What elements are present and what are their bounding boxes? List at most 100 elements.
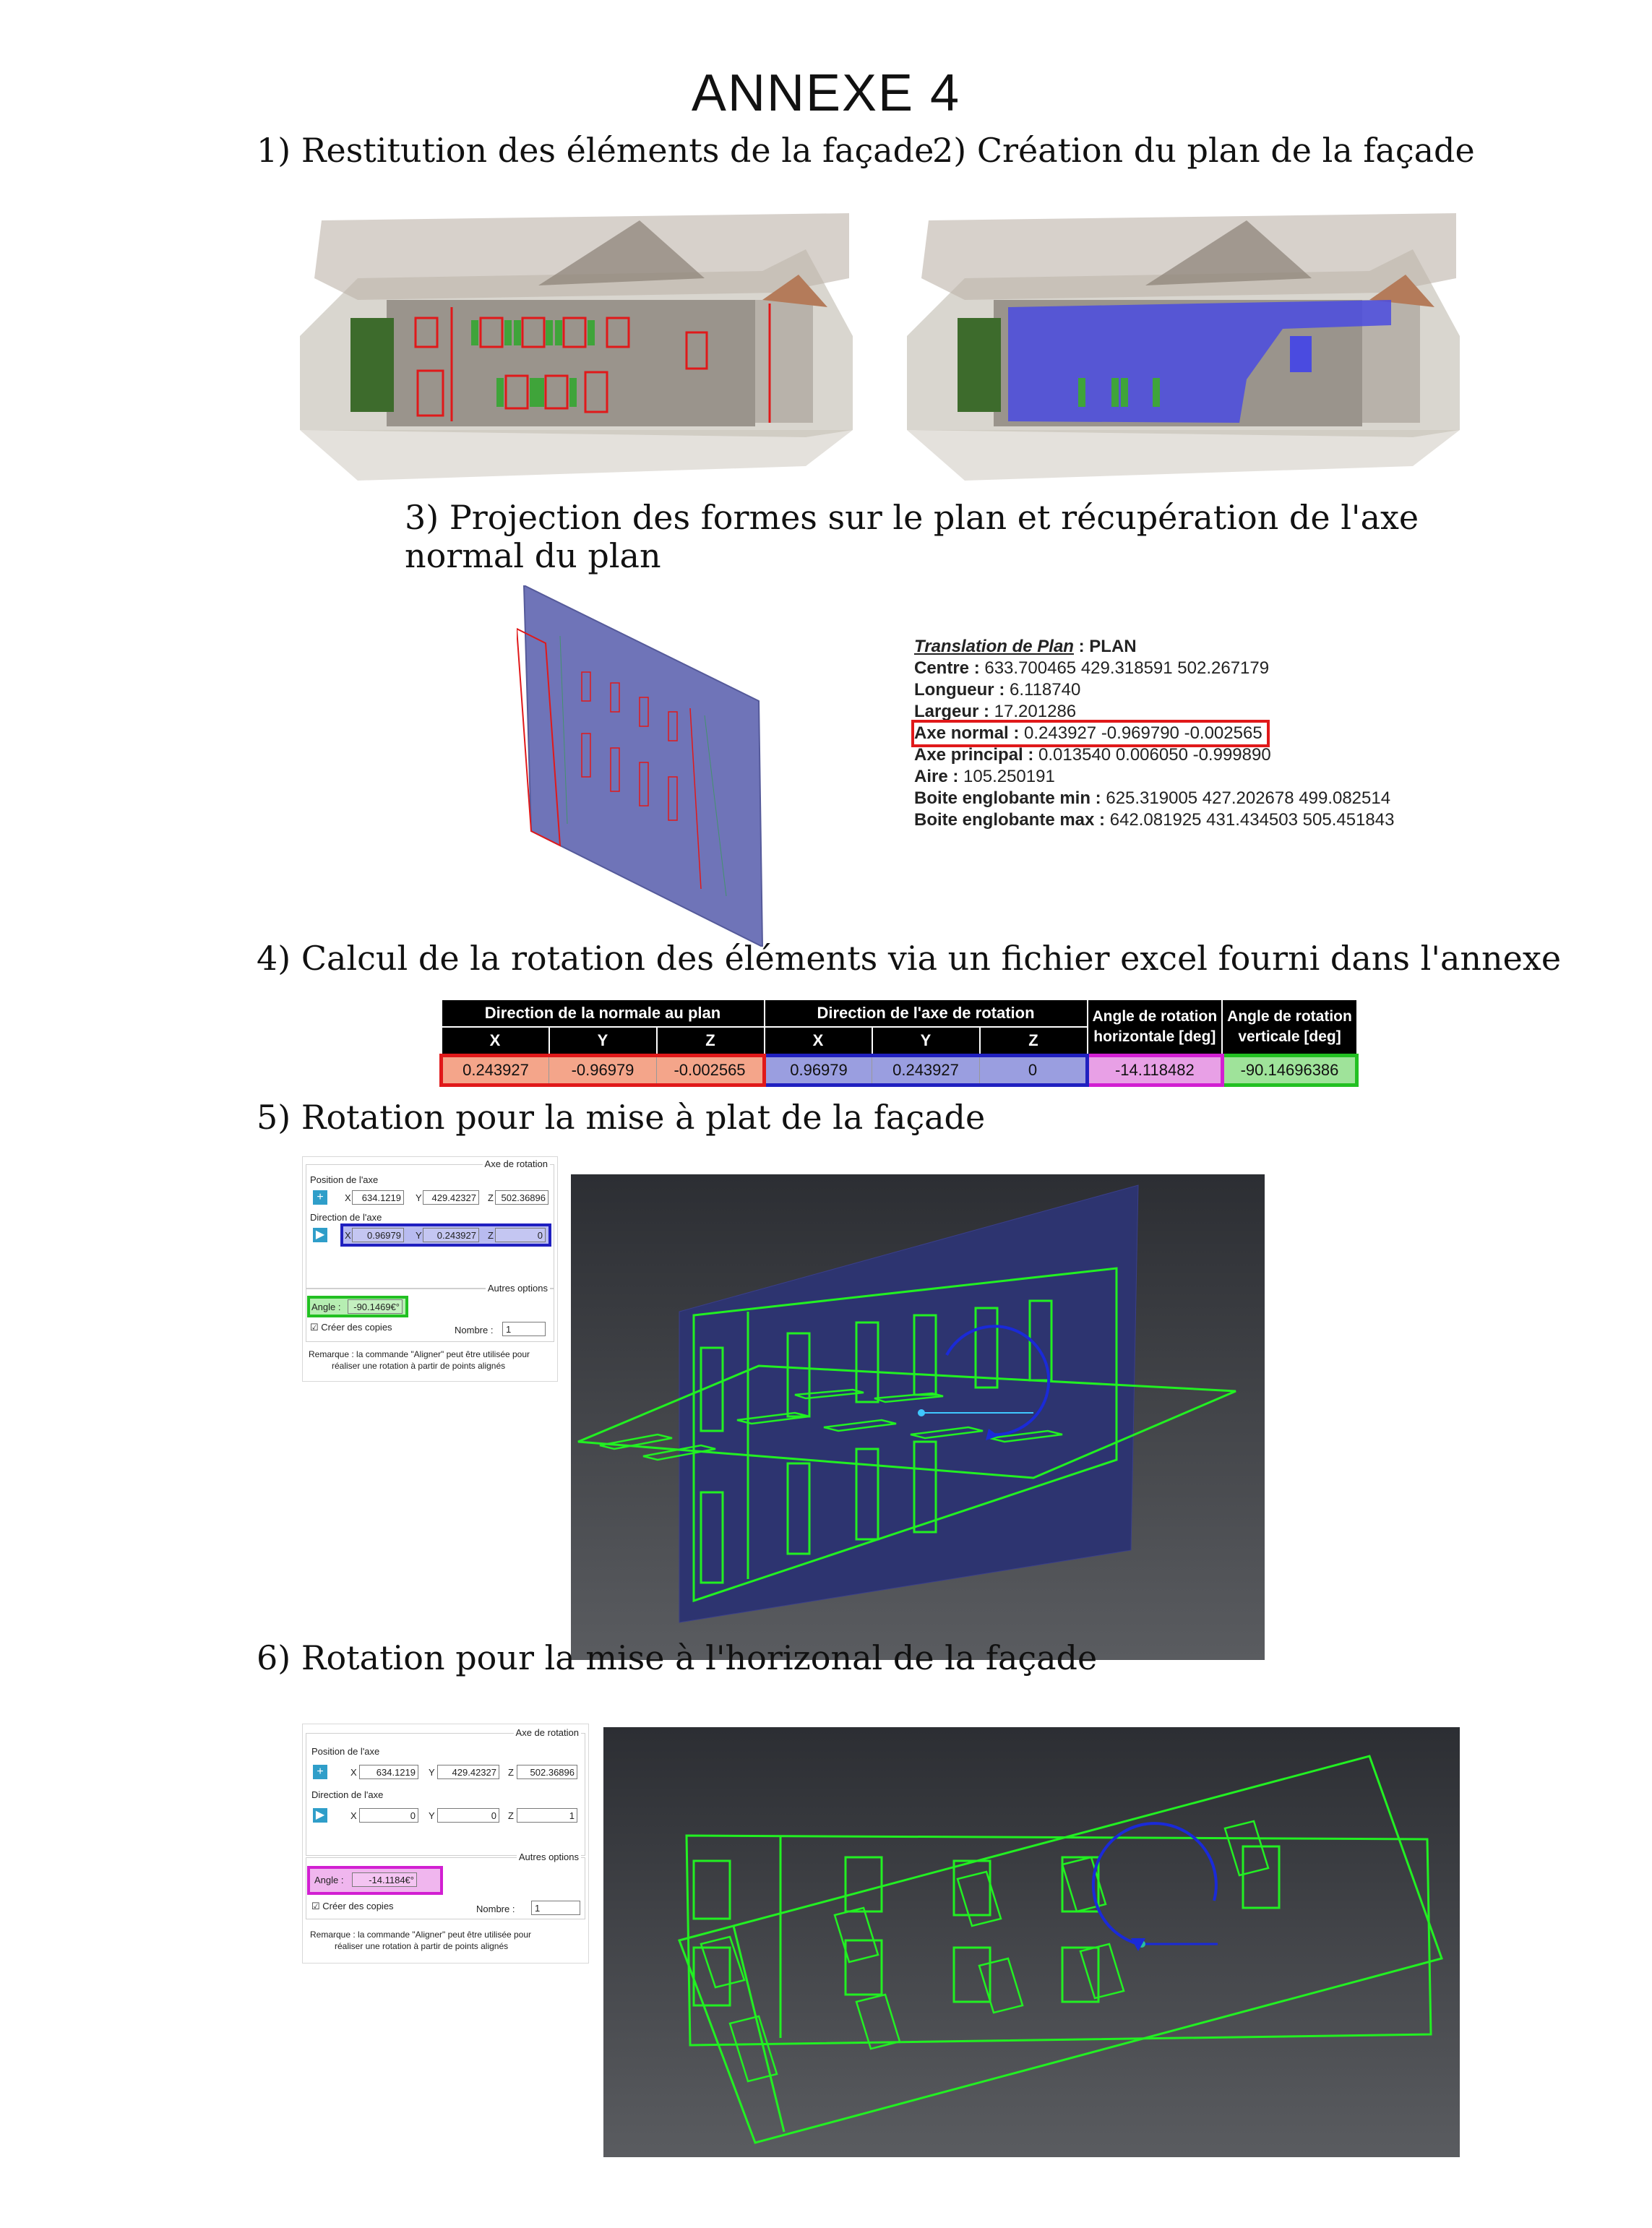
plane-properties-title: Translation de Plan xyxy=(914,637,1074,656)
3d-view-step5 xyxy=(571,1174,1265,1660)
position-label: Position de l'axe xyxy=(311,1746,380,1757)
prop-value: 0.243927 -0.969790 -0.002565 xyxy=(1019,723,1262,743)
angle-field[interactable]: -14.1184€° xyxy=(352,1872,417,1887)
direction-x-field[interactable]: 0.96979 xyxy=(352,1228,404,1242)
remark-line2: réaliser une rotation à partir de points… xyxy=(332,1361,506,1371)
direction-y-field[interactable]: 0.243927 xyxy=(423,1228,479,1242)
axis-group-title: Axe de rotation xyxy=(513,1727,581,1738)
plane-properties-panel: Translation de Plan : PLAN Centre : 633.… xyxy=(911,636,1507,831)
plane-properties-title-suffix: : PLAN xyxy=(1073,637,1137,656)
col-z: Z xyxy=(655,1026,765,1057)
header-normal-direction: Direction de la normale au plan xyxy=(440,999,765,1028)
prop-label: Boite englobante min : xyxy=(914,788,1101,808)
remark-line1: Remarque : la commande "Aligner" peut êt… xyxy=(309,1349,530,1359)
axis-groupbox xyxy=(306,1164,554,1289)
direction-y-field[interactable]: 0 xyxy=(437,1808,499,1823)
plane-prop-bbox-min: Boite englobante min : 625.319005 427.20… xyxy=(914,788,1507,809)
prop-label: Axe principal : xyxy=(914,745,1034,765)
prop-value: 642.081925 431.434503 505.451843 xyxy=(1105,810,1395,830)
nombre-field[interactable]: 1 xyxy=(502,1322,546,1336)
position-x-field[interactable]: 634.1219 xyxy=(359,1765,418,1779)
direction-label: Direction de l'axe xyxy=(311,1789,384,1800)
header-axis-direction: Direction de l'axe de rotation xyxy=(763,999,1088,1028)
page-title: ANNEXE 4 xyxy=(691,64,961,122)
z-label: Z xyxy=(488,1230,494,1241)
pick-position-icon[interactable]: + xyxy=(313,1190,327,1205)
position-x-field[interactable]: 634.1219 xyxy=(352,1190,404,1205)
header-angle-v-line2: verticale [deg] xyxy=(1238,1028,1341,1045)
step-2-heading: 2) Création du plan de la façade xyxy=(932,131,1475,170)
direction-label: Direction de l'axe xyxy=(310,1212,382,1223)
x-label: X xyxy=(345,1192,351,1203)
y-label: Y xyxy=(429,1767,435,1778)
plane-prop-axe-normal: Axe normal : 0.243927 -0.969790 -0.00256… xyxy=(911,720,1507,747)
plane-prop-aire: Aire : 105.250191 xyxy=(914,766,1507,788)
step-6-heading: 6) Rotation pour la mise à l'horizonal d… xyxy=(257,1638,1098,1677)
header-angle-horizontal: Angle de rotation horizontale [deg] xyxy=(1086,999,1223,1057)
position-y-field[interactable]: 429.42327 xyxy=(423,1190,479,1205)
position-z-field[interactable]: 502.36896 xyxy=(495,1190,548,1205)
cell-normal-x: 0.243927 xyxy=(439,1054,549,1087)
pick-position-icon[interactable]: + xyxy=(313,1765,327,1779)
copies-label: Créer des copies xyxy=(322,1901,394,1911)
angle-label: Angle : xyxy=(314,1875,344,1885)
z-label: Z xyxy=(488,1192,494,1203)
direction-x-field[interactable]: 0 xyxy=(359,1808,418,1823)
z-label: Z xyxy=(508,1767,514,1778)
cell-normal-z: -0.002565 xyxy=(656,1054,766,1087)
cell-axis-y: 0.243927 xyxy=(872,1054,980,1087)
position-y-field[interactable]: 429.42327 xyxy=(437,1765,499,1779)
nombre-field[interactable]: 1 xyxy=(531,1901,580,1915)
header-angle-h-line2: horizontale [deg] xyxy=(1093,1028,1216,1045)
axis-group-title: Axe de rotation xyxy=(482,1158,550,1169)
prop-value: 633.700465 429.318591 502.267179 xyxy=(979,658,1270,678)
rotation-dialog-step5: Axe de rotation Position de l'axe + X 63… xyxy=(302,1156,558,1382)
prop-label: Boite englobante max : xyxy=(914,810,1106,830)
y-label: Y xyxy=(416,1192,422,1203)
plane-prop-bbox-max: Boite englobante max : 642.081925 431.43… xyxy=(914,809,1507,831)
remark-line1: Remarque : la commande "Aligner" peut êt… xyxy=(310,1930,532,1940)
direction-z-field[interactable]: 1 xyxy=(517,1808,577,1823)
plane-prop-centre: Centre : 633.700465 429.318591 502.26717… xyxy=(914,658,1507,679)
prop-label: Largeur : xyxy=(914,702,990,721)
plane-prop-longueur: Longueur : 6.118740 xyxy=(914,679,1507,701)
nombre-label: Nombre : xyxy=(476,1904,515,1914)
nombre-label: Nombre : xyxy=(455,1325,494,1335)
prop-value: 0.013540 0.006050 -0.999890 xyxy=(1033,745,1271,765)
direction-z-field[interactable]: 0 xyxy=(495,1228,546,1242)
col-y: Y xyxy=(871,1026,981,1057)
plane-prop-largeur: Largeur : 17.201286 xyxy=(914,701,1507,723)
z-label: Z xyxy=(508,1810,514,1821)
prop-value: 17.201286 xyxy=(989,702,1077,721)
cell-axis-z: 0 xyxy=(979,1054,1089,1087)
axis-groupbox xyxy=(306,1733,585,1856)
angle-label: Angle : xyxy=(311,1302,341,1312)
col-x: X xyxy=(763,1026,873,1057)
play-direction-icon[interactable]: ▶ xyxy=(313,1228,327,1242)
col-y: Y xyxy=(548,1026,658,1057)
axe-normal-highlight: Axe normal : 0.243927 -0.969790 -0.00256… xyxy=(911,720,1270,747)
col-x: X xyxy=(440,1026,550,1057)
cell-angle-vertical: -90.14696386 xyxy=(1220,1054,1359,1087)
options-group-title: Autres options xyxy=(516,1851,581,1862)
prop-label: Aire : xyxy=(914,767,959,786)
plane-prop-axe-principal: Axe principal : 0.013540 0.006050 -0.999… xyxy=(914,744,1507,766)
x-label: X xyxy=(350,1767,357,1778)
plane-projection-view xyxy=(515,584,777,948)
options-groupbox xyxy=(306,1289,554,1342)
copies-checkbox[interactable]: ☑ Créer des copies xyxy=(310,1322,392,1333)
play-direction-icon[interactable]: ▶ xyxy=(313,1808,327,1823)
col-z: Z xyxy=(978,1026,1088,1057)
options-group-title: Autres options xyxy=(485,1283,550,1294)
prop-label: Axe normal : xyxy=(914,723,1020,743)
angle-field[interactable]: -90.1469€° xyxy=(348,1299,403,1314)
facade-photo-plane xyxy=(907,192,1460,495)
position-z-field[interactable]: 502.36896 xyxy=(517,1765,577,1779)
copies-label: Créer des copies xyxy=(321,1322,392,1333)
step-5-heading: 5) Rotation pour la mise à plat de la fa… xyxy=(257,1098,986,1137)
copies-checkbox[interactable]: ☑ Créer des copies xyxy=(311,1901,394,1911)
3d-view-step6 xyxy=(603,1727,1460,2157)
options-groupbox xyxy=(306,1857,585,1919)
x-label: X xyxy=(345,1230,351,1241)
step-4-heading: 4) Calcul de la rotation des éléments vi… xyxy=(257,939,1562,978)
